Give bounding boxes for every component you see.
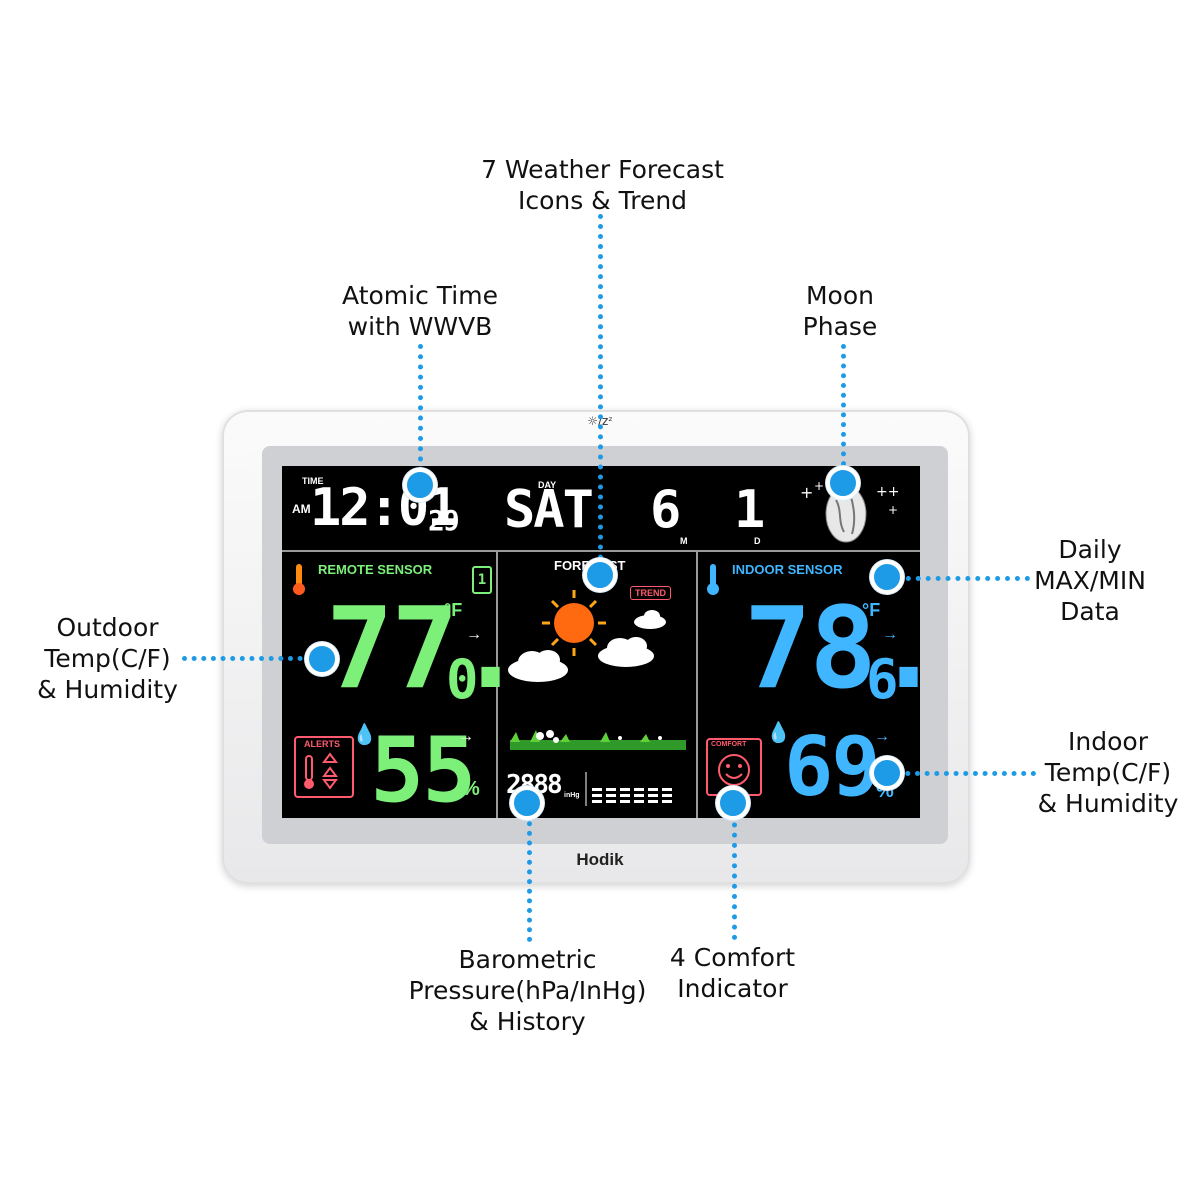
time-label: TIME [302, 476, 324, 486]
callout-outdoor: Outdoor Temp(C/F) & Humidity [37, 613, 178, 704]
alerts-panel[interactable]: ALERTS [294, 736, 354, 798]
trend-label: TREND [630, 586, 671, 600]
marker-daily-maxmin [870, 560, 904, 594]
callout-forecast: 7 Weather Forecast Icons & Trend [481, 155, 724, 215]
channel-indicator[interactable]: 1 [472, 566, 492, 594]
indoor-humidity-display: 69 [784, 720, 881, 815]
pressure-unit: inHg [564, 792, 580, 799]
outdoor-humidity-drop-icon: 💧 [352, 722, 377, 746]
day-label: DAY [538, 480, 557, 490]
marker-forecast [583, 558, 617, 592]
marker-outdoor [305, 642, 339, 676]
alerts-label: ALERTS [304, 739, 340, 749]
callout-comfort: 4 Comfort Indicator [669, 943, 796, 1003]
weather-forecast-icon [508, 590, 666, 682]
indoor-unit: °F [862, 600, 881, 620]
leader-comfort [732, 802, 737, 940]
outdoor-thermometer-icon [293, 564, 305, 595]
leader-moon-phase [841, 344, 846, 476]
leader-barometric [527, 802, 532, 942]
marker-moon-phase [826, 466, 860, 500]
outdoor-temp-decimal: 0 [446, 648, 478, 711]
left-divider [496, 550, 498, 818]
leader-daily-maxmin [886, 576, 1030, 581]
ampm-indicator: AM [292, 502, 311, 516]
marker-atomic-time [403, 468, 437, 502]
svg-text:+: + [888, 503, 898, 517]
callout-moon-phase: Moon Phase [802, 281, 878, 341]
leader-atomic-time [418, 344, 423, 482]
leader-outdoor [182, 656, 322, 661]
alert-thermometer-icon [304, 752, 338, 790]
outdoor-unit: °F [444, 600, 463, 620]
comfort-face-icon [718, 754, 750, 786]
svg-text:+: + [814, 479, 824, 493]
date-display: 1 [734, 480, 765, 540]
leader-indoor [886, 771, 1036, 776]
indoor-sensor-label: INDOOR SENSOR [732, 562, 843, 577]
date-suffix: D [754, 536, 761, 546]
indoor-temp-display: 78. [744, 584, 920, 714]
outdoor-humidity-percent: % [462, 778, 480, 800]
indoor-humidity-trend-arrow: → [874, 728, 890, 745]
callout-indoor: Indoor Temp(C/F) & Humidity [1037, 727, 1179, 818]
outdoor-humidity-trend-arrow: → [458, 728, 474, 745]
remote-sensor-label: REMOTE SENSOR [318, 562, 433, 577]
brand-logo: Hodik [576, 850, 624, 869]
day-display: SAT [504, 480, 594, 540]
month-suffix: M [680, 536, 688, 546]
marker-indoor [870, 756, 904, 790]
moon-phase-icon: + + ++ + [800, 479, 899, 543]
month-display: 6 [650, 480, 681, 540]
outdoor-temp-trend-arrow: → [466, 626, 482, 643]
callout-barometric: Barometric Pressure(hPa/InHg) & History [408, 945, 647, 1036]
outdoor-temp-display: 77. [326, 584, 524, 714]
callout-daily-maxmin: Daily MAX/MIN Data [1034, 535, 1146, 626]
outdoor-humidity-display: 55 [370, 718, 476, 818]
callout-atomic-time: Atomic Time with WWVB [342, 281, 498, 341]
indoor-temp-trend-arrow: → [882, 626, 898, 643]
leader-forecast [598, 214, 603, 570]
pressure-history-graph [585, 772, 672, 806]
svg-text:++: ++ [876, 484, 899, 500]
marker-barometric [510, 786, 544, 820]
svg-text:+: + [800, 483, 813, 502]
right-divider [696, 550, 698, 818]
indoor-humidity-drop-icon: 💧 [766, 720, 791, 744]
marker-comfort [716, 786, 750, 820]
comfort-label: COMFORT [711, 741, 747, 748]
seconds-display: 29 [428, 504, 460, 537]
indoor-temp-decimal: 6 [866, 648, 898, 711]
grass-flowers-graphic [510, 730, 686, 750]
indoor-thermometer-icon [707, 564, 719, 595]
